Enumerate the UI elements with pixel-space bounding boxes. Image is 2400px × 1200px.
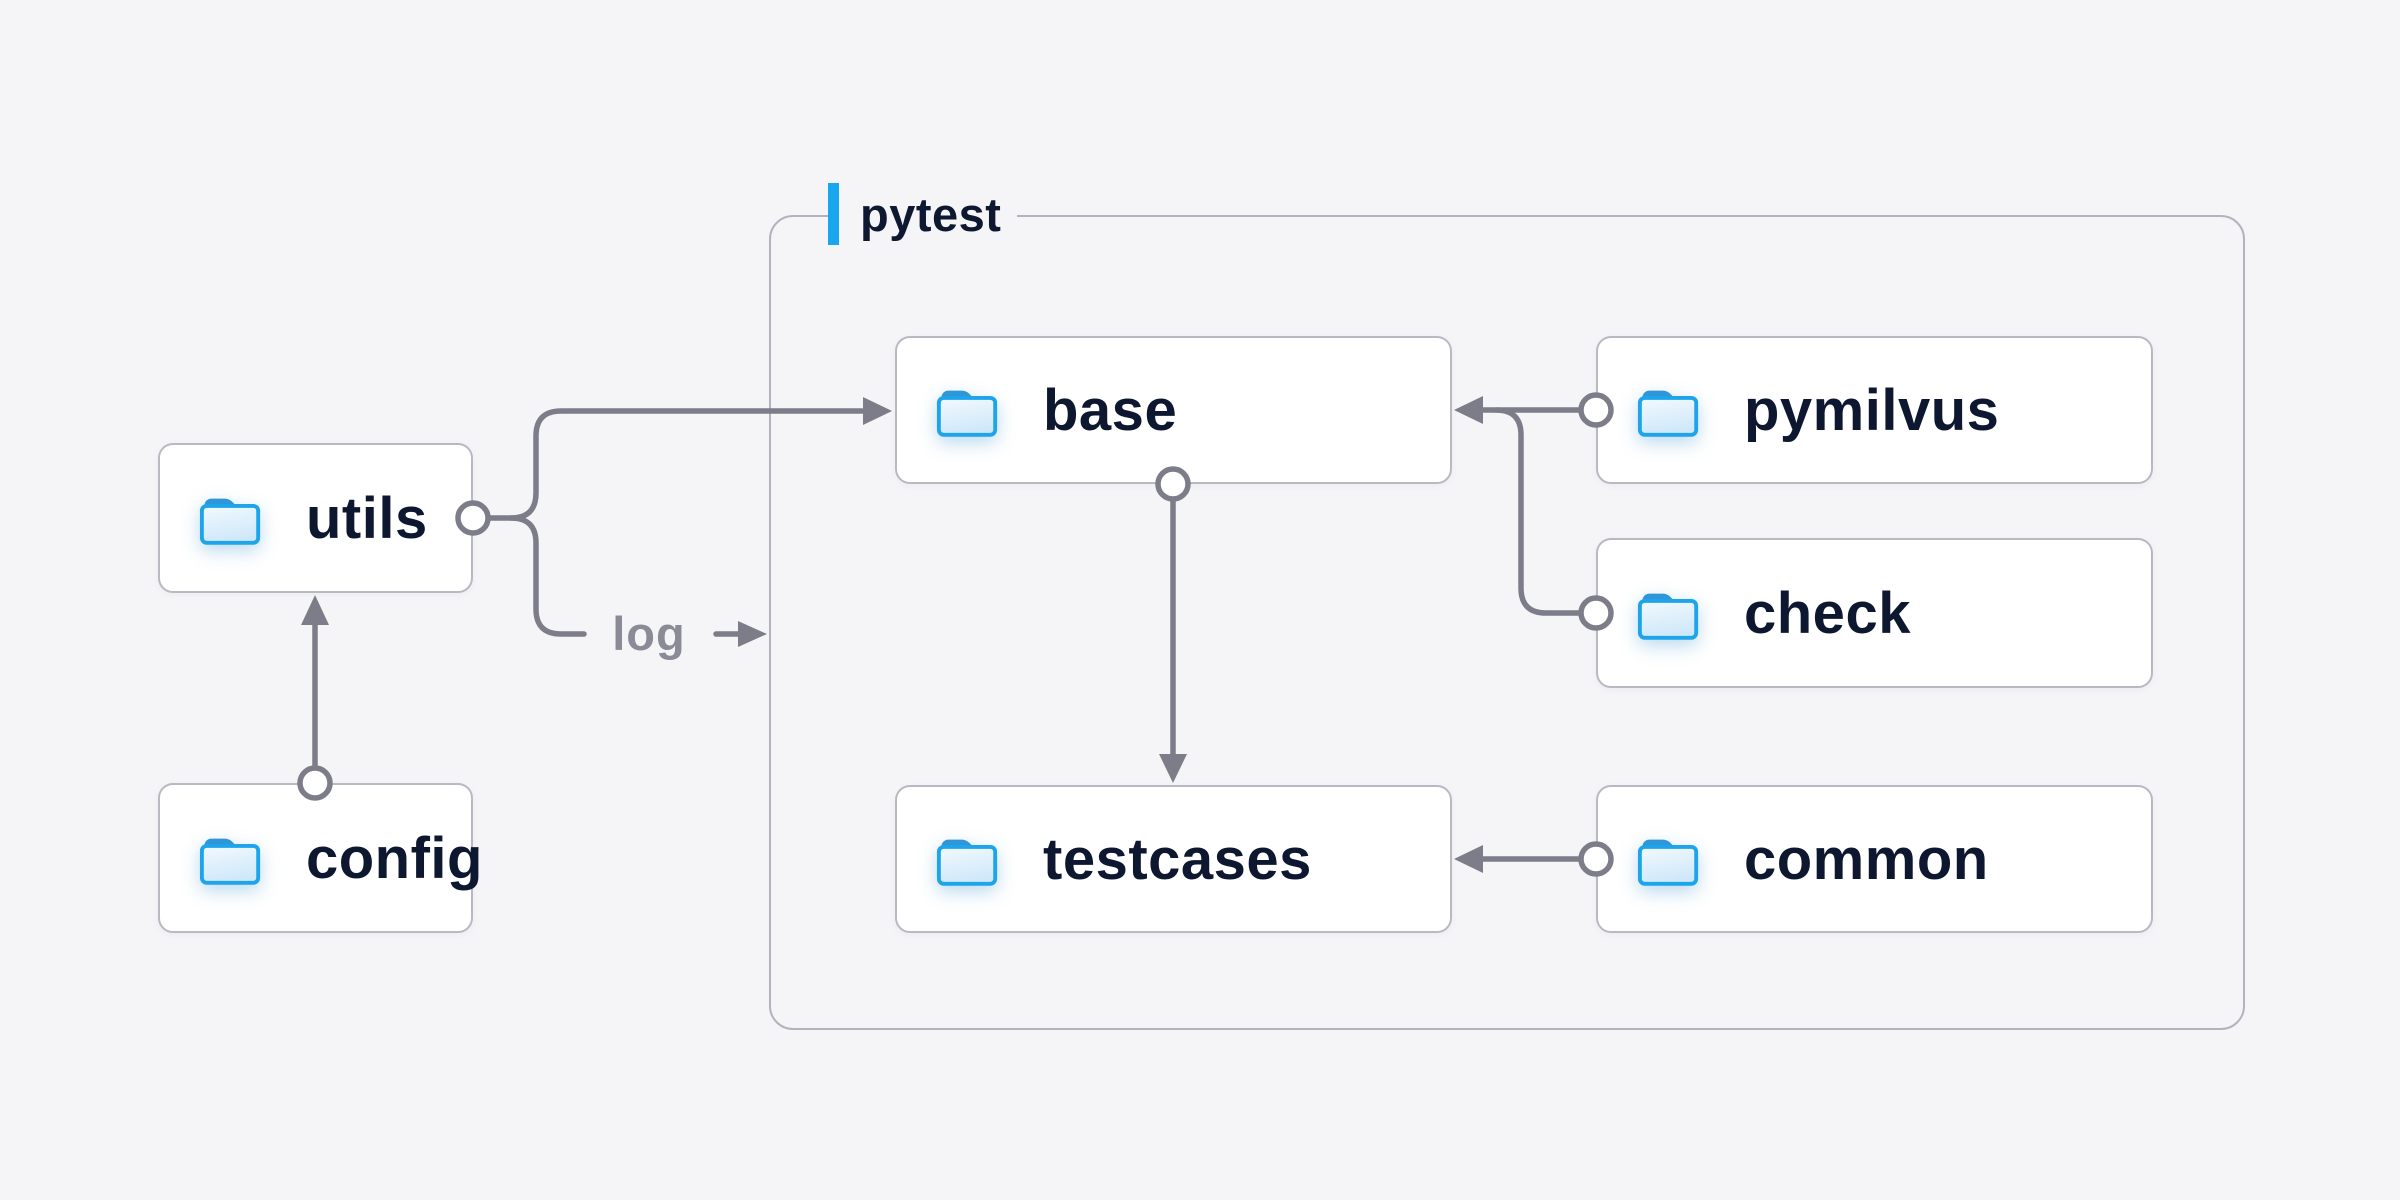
folder-icon: [199, 496, 261, 545]
folder-icon: [936, 837, 998, 886]
node-common-label: common: [1744, 826, 1989, 892]
group-title: pytest: [860, 187, 1002, 241]
node-check-label: check: [1744, 580, 1911, 646]
folder-icon: [199, 836, 261, 885]
edge-label-log: log: [612, 607, 686, 660]
arrowhead: [738, 621, 767, 647]
accent-bar: [828, 183, 839, 245]
pytest-group-label: pytest: [828, 181, 1018, 247]
folder-icon: [1637, 591, 1699, 640]
node-config-label: config: [306, 825, 483, 891]
node-config: config: [158, 783, 482, 933]
node-common: common: [1596, 785, 2153, 933]
node-pymilvus: pymilvus: [1596, 336, 2153, 484]
node-utils: utils: [158, 443, 473, 593]
pytest-group-container: [769, 215, 2245, 1030]
folder-icon: [1637, 388, 1699, 437]
node-base: base: [895, 336, 1452, 484]
node-testcases: testcases: [895, 785, 1452, 933]
node-pymilvus-label: pymilvus: [1744, 377, 2000, 443]
node-testcases-label: testcases: [1043, 826, 1312, 892]
node-check: check: [1596, 538, 2153, 688]
node-base-label: base: [1043, 377, 1178, 443]
arrowhead: [301, 595, 329, 625]
node-utils-label: utils: [306, 485, 428, 551]
folder-icon: [1637, 837, 1699, 886]
folder-icon: [936, 388, 998, 437]
